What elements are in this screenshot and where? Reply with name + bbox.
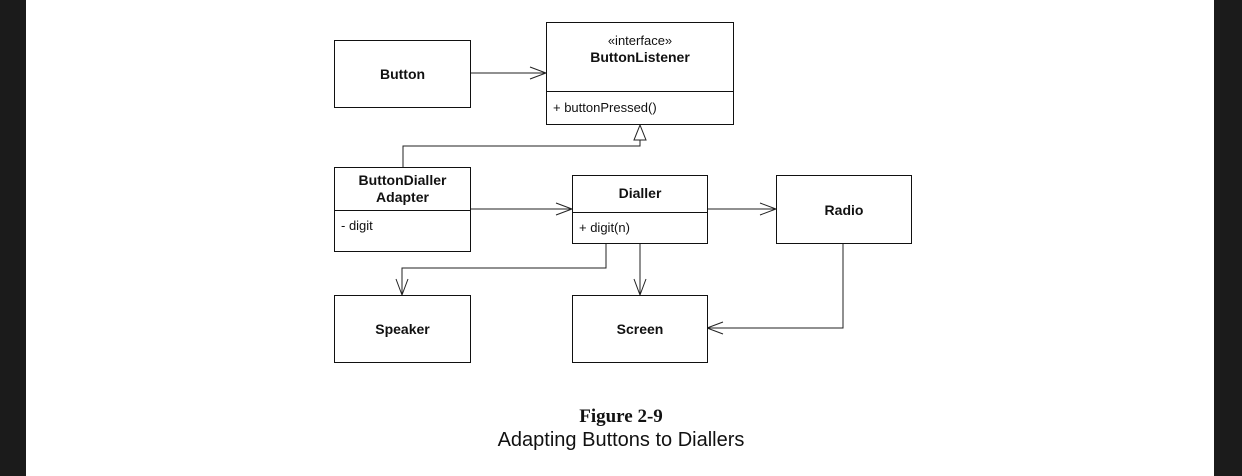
figure-subtitle: Adapting Buttons to Diallers bbox=[497, 429, 745, 451]
adapter-to-dialler-association bbox=[470, 202, 574, 216]
button-listener-interface: «interface» ButtonListener + buttonPress… bbox=[546, 22, 734, 125]
dialler-to-radio-association bbox=[707, 202, 778, 216]
screen-class: Screen bbox=[572, 295, 708, 363]
dialler-operations: + digit(n) bbox=[573, 212, 707, 243]
radio-to-screen-association bbox=[705, 244, 844, 335]
dialler-to-screen-association bbox=[633, 244, 647, 297]
button-to-listener-association bbox=[470, 66, 548, 80]
button-class-name: Button bbox=[379, 66, 426, 82]
button-listener-operations: + buttonPressed() bbox=[547, 91, 733, 124]
dialler-name: Dialler bbox=[618, 185, 662, 201]
button-dialler-adapter-class: ButtonDialler Adapter - digit bbox=[334, 167, 471, 252]
digit-attribute: - digit bbox=[341, 218, 373, 233]
radio-class-name: Radio bbox=[824, 201, 864, 218]
dialler-class: Dialler + digit(n) bbox=[572, 175, 708, 244]
button-listener-name: ButtonListener bbox=[590, 49, 690, 65]
button-class: Button bbox=[334, 40, 471, 108]
figure-title: Figure 2-9 bbox=[579, 406, 663, 427]
speaker-class-name: Speaker bbox=[375, 321, 430, 337]
adapter-attributes: - digit bbox=[335, 210, 470, 251]
adapter-realizes-listener bbox=[402, 123, 647, 167]
screen-class-name: Screen bbox=[616, 321, 664, 337]
interface-stereotype: «interface» bbox=[607, 33, 673, 48]
adapter-name-line2: Adapter bbox=[376, 189, 429, 205]
speaker-class: Speaker bbox=[334, 295, 471, 363]
radio-class: Radio bbox=[776, 175, 912, 244]
button-pressed-operation: + buttonPressed() bbox=[553, 100, 657, 115]
adapter-name-line1: ButtonDialler bbox=[358, 172, 447, 188]
digit-operation: + digit(n) bbox=[579, 220, 630, 235]
